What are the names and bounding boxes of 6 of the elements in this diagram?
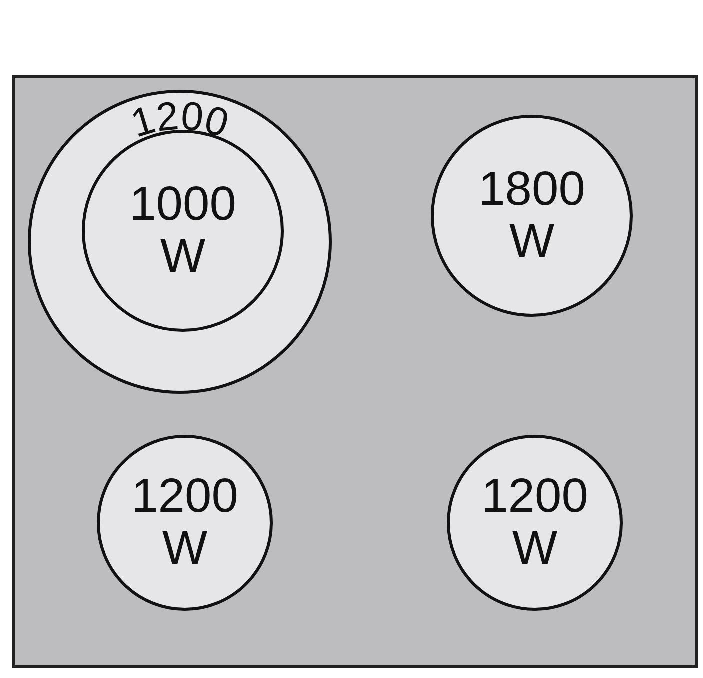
power-label: 1800 W [478,164,586,268]
cooktop-panel [12,75,698,668]
power-label: 1200 W [480,471,590,575]
power-label: 1200 W [130,471,240,575]
power-label: 1000 W [128,179,238,283]
power-label: 1200 [126,94,234,146]
